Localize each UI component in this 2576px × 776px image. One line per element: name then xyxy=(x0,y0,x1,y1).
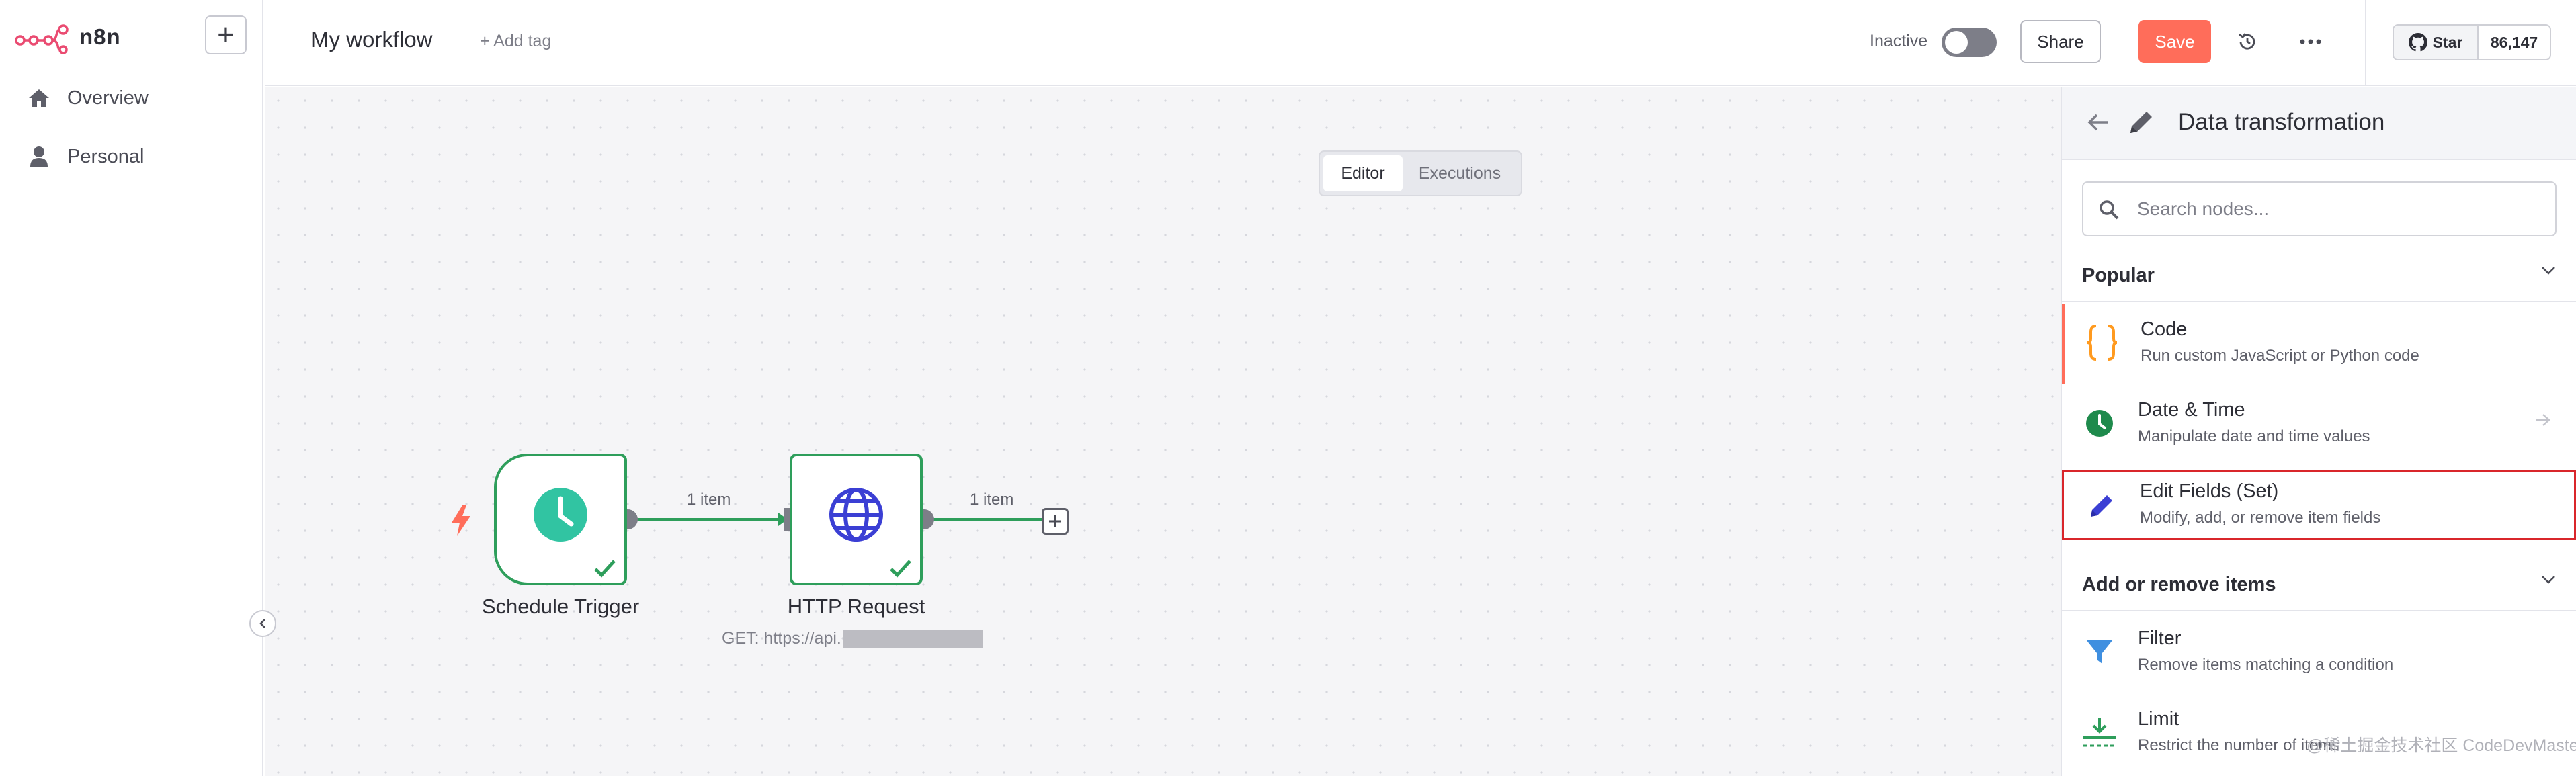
search-input[interactable] xyxy=(2137,192,2540,226)
user-icon xyxy=(27,144,51,169)
pencil-icon xyxy=(2126,107,2156,140)
clock-icon xyxy=(2081,404,2118,442)
tab-editor[interactable]: Editor xyxy=(1323,155,1403,191)
active-status-label: Inactive xyxy=(1870,32,1928,50)
arrow-right-icon xyxy=(2536,414,2550,426)
node-subtitle-text: GET: https://api. xyxy=(722,629,841,648)
connection-arrow xyxy=(778,513,788,526)
share-button[interactable]: Share xyxy=(2020,20,2101,63)
sidebar-item-label: Personal xyxy=(67,145,144,167)
node-name: Schedule Trigger xyxy=(481,595,640,618)
github-star-widget[interactable]: Star 86,147 xyxy=(2393,24,2551,60)
save-button[interactable]: Save xyxy=(2138,20,2211,63)
success-check-icon xyxy=(594,560,616,578)
plus-icon: + xyxy=(217,18,235,51)
history-icon xyxy=(2239,33,2255,50)
github-star-label: Star xyxy=(2432,33,2463,51)
github-icon xyxy=(2408,33,2427,52)
watermark-text: @稀土掘金技术社区 CodeDevMaster xyxy=(2307,736,2576,755)
node-item-title: Edit Fields (Set) xyxy=(2140,480,2279,502)
add-tag-link[interactable]: + Add tag xyxy=(480,32,552,50)
ellipsis-icon xyxy=(2300,39,2321,44)
redacted-url xyxy=(842,630,983,648)
add-node-button[interactable] xyxy=(1042,508,1069,535)
sidebar: n8n + Overview Personal xyxy=(0,0,263,776)
node-item-filter[interactable]: Filter Remove items matching a condition xyxy=(2062,613,2576,693)
sidebar-item-personal[interactable]: Personal xyxy=(27,138,144,175)
node-item-limit[interactable]: Limit Restrict the number of items xyxy=(2062,693,2576,774)
tab-executions[interactable]: Executions xyxy=(1418,163,1501,183)
more-options-button[interactable] xyxy=(2296,27,2325,56)
connection-item-count: 1 item xyxy=(970,490,1014,509)
search-icon xyxy=(2100,200,2119,220)
node-item-title: Limit xyxy=(2138,708,2179,730)
trigger-bolt-icon xyxy=(452,505,470,536)
n8n-logo[interactable]: n8n xyxy=(15,20,121,54)
connection-item-count: 1 item xyxy=(687,490,731,509)
arrow-left-icon xyxy=(2087,114,2108,131)
node-schedule-trigger[interactable] xyxy=(494,454,627,585)
workflow-name[interactable]: My workflow xyxy=(310,27,433,52)
top-header: My workflow + Add tag Inactive Share Sav… xyxy=(265,0,2576,86)
chevron-down-icon xyxy=(2542,267,2555,275)
node-http-request[interactable] xyxy=(790,454,923,585)
home-icon xyxy=(27,86,51,110)
section-add-or-remove-items[interactable]: Add or remove items xyxy=(2062,558,2576,611)
node-item-title: Code xyxy=(2141,318,2188,340)
sidebar-item-overview[interactable]: Overview xyxy=(27,79,149,117)
section-title: Popular xyxy=(2082,265,2155,286)
node-item-description: Run custom JavaScript or Python code xyxy=(2141,347,2419,365)
section-popular[interactable]: Popular xyxy=(2062,249,2576,302)
node-item-description: Remove items matching a condition xyxy=(2138,656,2394,674)
node-item-description: Modify, add, or remove item fields xyxy=(2140,509,2381,527)
history-button[interactable] xyxy=(2233,27,2262,56)
toggle-knob xyxy=(1945,31,1968,54)
node-item-title: Filter xyxy=(2138,628,2182,649)
globe-icon xyxy=(828,486,884,546)
back-button[interactable] xyxy=(2085,109,2112,136)
pencil-icon xyxy=(2083,487,2120,525)
node-item-title: Date & Time xyxy=(2138,399,2245,421)
funnel-icon xyxy=(2081,633,2118,671)
limit-icon xyxy=(2081,714,2118,751)
create-button[interactable]: + xyxy=(205,15,247,54)
panel-header: Data transformation xyxy=(2062,87,2576,160)
collapse-sidebar-button[interactable] xyxy=(249,610,276,637)
view-tabs: Editor Executions xyxy=(1319,150,1522,196)
node-item-edit-fields[interactable]: Edit Fields (Set) Modify, add, or remove… xyxy=(2062,470,2576,540)
github-star-count[interactable]: 86,147 xyxy=(2490,33,2538,51)
clock-icon xyxy=(532,486,589,546)
n8n-logo-icon xyxy=(15,24,69,54)
sidebar-item-label: Overview xyxy=(67,87,149,109)
code-braces-icon xyxy=(2083,324,2121,361)
chevron-down-icon xyxy=(2542,576,2555,584)
app-name: n8n xyxy=(79,24,121,49)
node-item-code[interactable]: Code Run custom JavaScript or Python cod… xyxy=(2062,304,2576,384)
section-title: Add or remove items xyxy=(2082,574,2276,595)
connections-layer xyxy=(618,508,1042,531)
node-name: HTTP Request xyxy=(787,595,925,618)
node-creator-panel: Data transformation Popular Code Run cus… xyxy=(2061,87,2576,776)
node-item-description: Manipulate date and time values xyxy=(2138,427,2370,445)
success-check-icon xyxy=(890,560,911,578)
active-toggle[interactable] xyxy=(1942,28,1997,57)
header-divider xyxy=(2365,0,2366,86)
github-star-button[interactable]: Star xyxy=(2394,26,2479,59)
node-item-date-time[interactable]: Date & Time Manipulate date and time val… xyxy=(2062,384,2576,465)
search-field[interactable] xyxy=(2082,181,2557,236)
chevron-left-icon xyxy=(259,619,265,628)
node-item-description: Restrict the number of items xyxy=(2138,736,2340,755)
plus-icon xyxy=(1049,515,1061,527)
workflow-canvas[interactable]: Editor Executions Schedule Trigger HTTP … xyxy=(265,87,2061,776)
node-subtitle: GET: https://api. xyxy=(722,629,983,648)
panel-title: Data transformation xyxy=(2178,109,2385,135)
